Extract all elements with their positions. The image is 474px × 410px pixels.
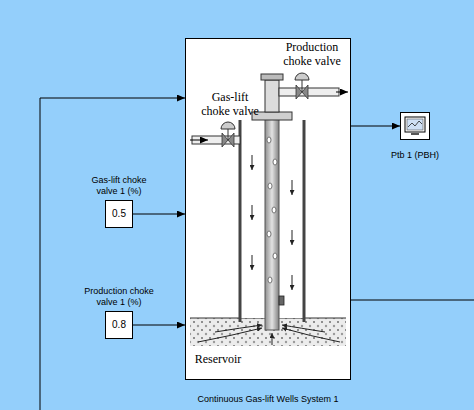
subsystem-node: Continuous Gas-lift Wells System 1 [185,38,351,405]
tree-cap [261,74,283,80]
signal-line [133,325,185,326]
constant-node: Production choke valve 1 (%) 0.8 [79,286,159,343]
valve-label: Gas-lift choke valve [198,90,262,118]
block-label: Production choke valve 1 (%) [79,286,159,308]
casing-wall [303,120,306,322]
valve-actuator [221,122,235,129]
signal-line [133,214,185,215]
block-name: Ptb 1 (PBH) [391,150,439,161]
block-value: 0.5 [112,208,126,220]
reservoir-label: Reservoir [188,352,248,366]
flow-arrow [190,140,208,141]
production-tubing [265,112,279,330]
feedback-wire [40,98,185,410]
block-name: Continuous Gas-lift Wells System 1 [198,394,339,405]
valve-actuator [295,73,309,80]
constant-node: Gas-lift choke valve 1 (%) 0.5 [85,175,153,232]
gas-bubbles [267,137,277,283]
signal-line [351,126,400,127]
scope-block [400,112,430,140]
block-label: Gas-lift choke valve 1 (%) [85,175,153,197]
output-wire [351,300,474,301]
subsystem-block [185,38,351,380]
flow-arrow [336,92,348,93]
constant-block: 0.5 [105,200,133,228]
valve-stem [228,129,229,140]
casing-wall [239,120,242,322]
inflow-arrows [198,325,340,345]
block-background [185,38,351,380]
block-value: 0.8 [112,319,126,331]
scope-node: Ptb 1 (PBH) [391,112,439,161]
downhole-gas-lift-valve [279,296,284,305]
valve-stem [302,80,303,92]
constant-block: 0.8 [105,311,133,339]
valve-label: Production choke valve [273,40,351,68]
production-pipe [279,88,339,96]
scope-icon [403,114,427,138]
christmas-tree [265,80,279,112]
